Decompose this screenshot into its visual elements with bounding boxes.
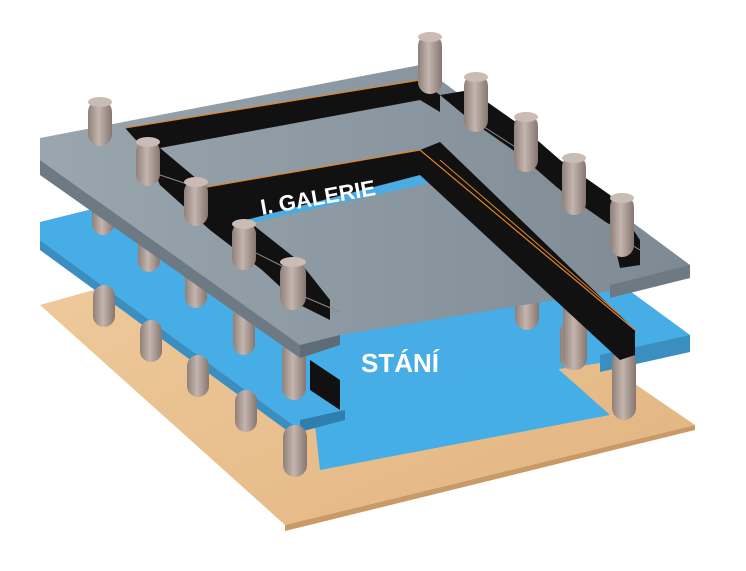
upper-columns	[88, 32, 634, 310]
standing-label: STÁNÍ	[361, 348, 440, 378]
ground-floor-edge	[285, 425, 695, 531]
